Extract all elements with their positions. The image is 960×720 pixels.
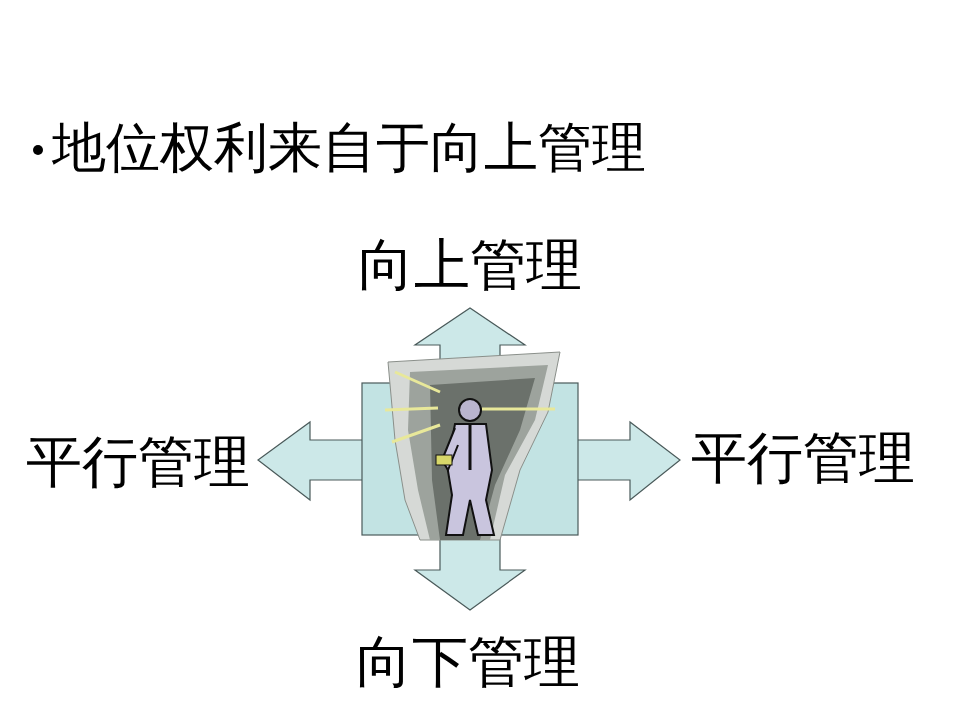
shadow-dark [430, 378, 535, 540]
title-bullet [33, 145, 43, 155]
down-label: 向下管理 [356, 631, 580, 693]
down-arrow [415, 534, 525, 610]
up-label: 向上管理 [358, 234, 582, 296]
light-beam [388, 352, 560, 540]
tie [469, 424, 472, 470]
shadow [408, 365, 548, 540]
direction-arrows [258, 308, 680, 610]
person-figure [385, 352, 560, 540]
head [459, 399, 481, 421]
right-label: 平行管理 [691, 427, 915, 489]
slide-title: 地位权利来自于向上管理 [52, 118, 646, 177]
folder [436, 455, 452, 465]
left-label: 平行管理 [26, 431, 250, 493]
right-arrow [577, 422, 680, 500]
left-arrow [258, 422, 363, 500]
